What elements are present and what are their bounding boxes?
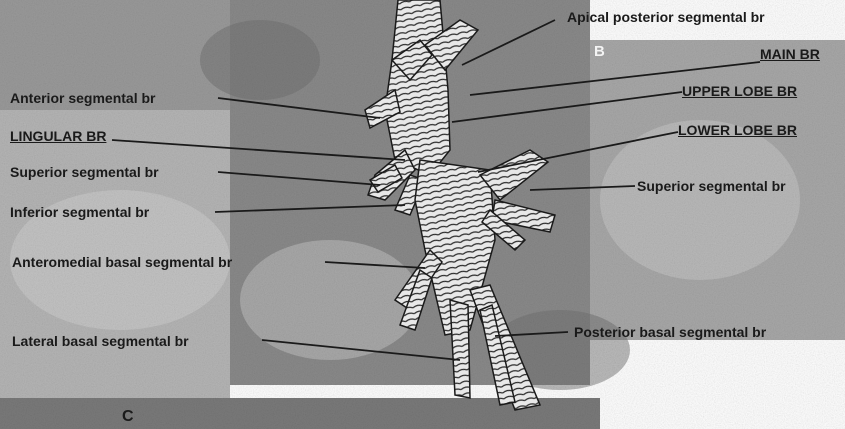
label-lingular-br: LINGULAR BR bbox=[10, 128, 106, 144]
label-lower-lobe-br: LOWER LOBE BR bbox=[678, 122, 797, 138]
label-anteromedial-basal: Anteromedial basal segmental br bbox=[12, 254, 232, 270]
label-posterior-basal: Posterior basal segmental br bbox=[574, 324, 766, 340]
panel-letter-c: C bbox=[122, 409, 134, 425]
label-lateral-basal: Lateral basal segmental br bbox=[12, 333, 189, 349]
label-upper-lobe-br: UPPER LOBE BR bbox=[682, 83, 797, 99]
label-main-br: MAIN BR bbox=[760, 46, 820, 62]
label-apical-posterior: Apical posterior segmental br bbox=[567, 9, 765, 25]
label-superior-segmental-right: Superior segmental br bbox=[637, 178, 786, 194]
panel-letter-b: B bbox=[594, 44, 605, 60]
trachea-main-bronchus bbox=[385, 0, 450, 175]
label-anterior-segmental: Anterior segmental br bbox=[10, 90, 155, 106]
label-inferior-segmental: Inferior segmental br bbox=[10, 204, 149, 220]
label-superior-segmental-left: Superior segmental br bbox=[10, 164, 159, 180]
